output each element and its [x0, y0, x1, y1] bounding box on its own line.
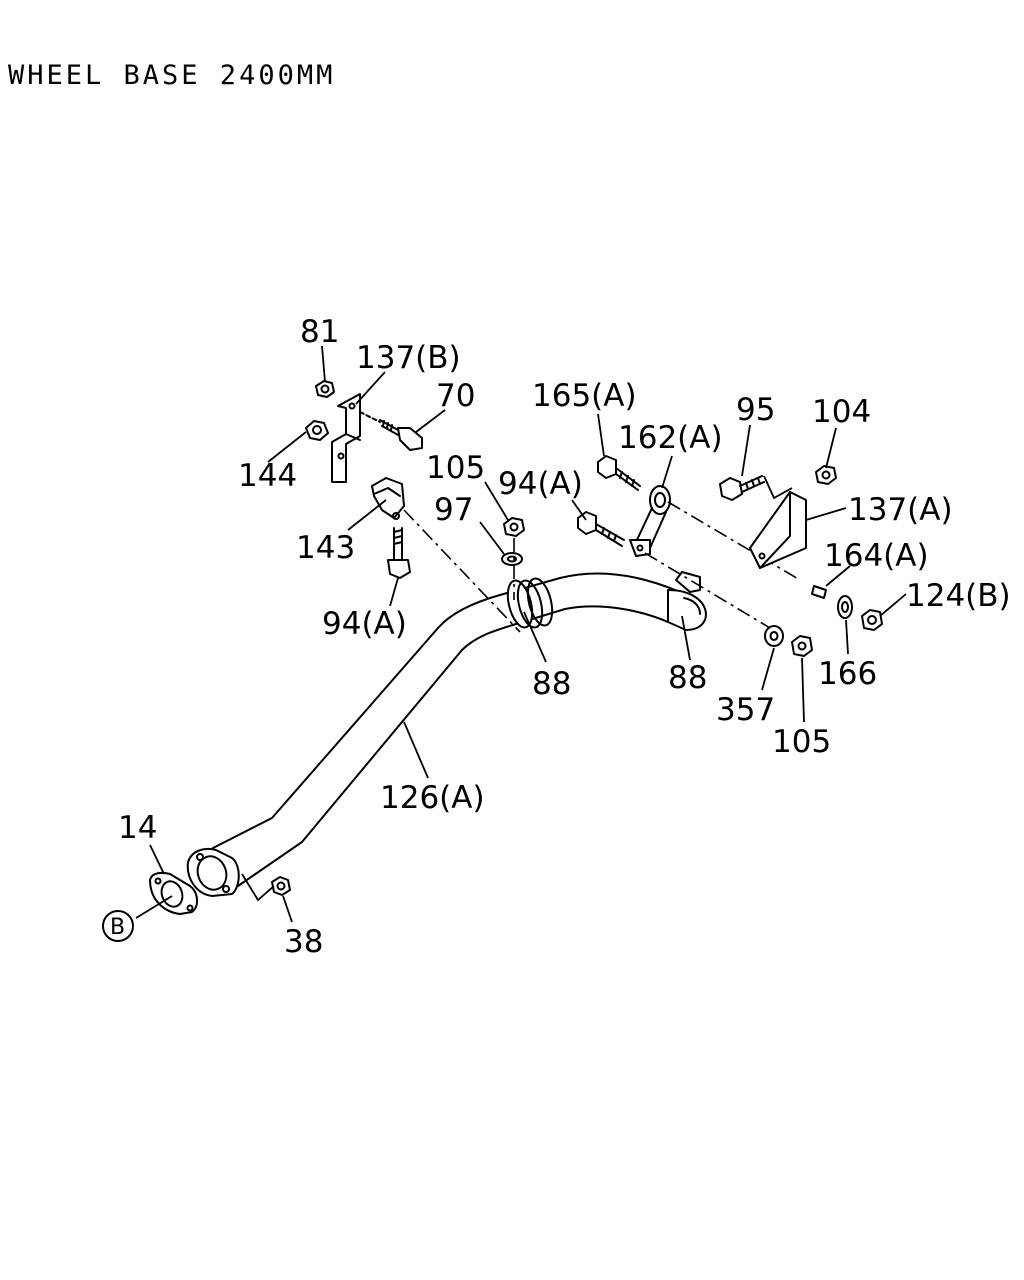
nut-105-lower: [791, 635, 813, 657]
callout-144: 144: [238, 458, 297, 494]
exhaust-pipe: [212, 571, 707, 887]
nut-104: [815, 465, 837, 485]
bolt-165a: [597, 455, 641, 491]
washer-97: [501, 552, 523, 566]
callout-137a: 137(A): [848, 492, 953, 528]
callout-88-right: 88: [668, 660, 707, 696]
front-flange: [186, 847, 240, 897]
callout-95: 95: [736, 392, 775, 428]
callout-164a: 164(A): [824, 538, 929, 574]
callout-94a-lower: 94(A): [322, 606, 407, 642]
callout-70: 70: [436, 378, 475, 414]
callout-38: 38: [284, 924, 323, 960]
centerline-hanger: [667, 501, 801, 581]
nut-144: [305, 420, 329, 441]
leader-lines: [135, 345, 907, 923]
callout-166: 166: [818, 656, 877, 692]
rubber-mount-143: [371, 477, 405, 520]
nut-38: [241, 873, 291, 902]
callout-94a-upper: 94(A): [498, 466, 583, 502]
callout-165a: 165(A): [532, 378, 637, 414]
washer-357: [764, 625, 784, 647]
bracket-137b: [331, 393, 361, 483]
reference-marker-b: B: [102, 910, 134, 942]
callout-88-left: 88: [532, 666, 571, 702]
callout-14: 14: [118, 810, 157, 846]
pin-164a: [811, 585, 827, 599]
callout-162a: 162(A): [618, 420, 723, 456]
bolt-94a-lower: [387, 527, 411, 579]
callout-137b: 137(B): [356, 340, 461, 376]
gasket: [149, 871, 198, 915]
callout-124b: 124(B): [906, 578, 1011, 614]
callout-105-lower: 105: [772, 724, 831, 760]
washer-166: [837, 595, 853, 619]
callout-143: 143: [296, 530, 355, 566]
bolt-95: [719, 475, 793, 501]
nut-124b: [861, 609, 883, 631]
callout-81: 81: [300, 314, 339, 350]
nut-105-upper: [503, 517, 525, 537]
hanger-162a: [629, 485, 671, 557]
centerline-lower: [644, 552, 771, 629]
callout-97: 97: [434, 492, 473, 528]
bolt-70: [359, 411, 423, 451]
bolt-94a-upper: [577, 511, 625, 547]
callout-104: 104: [812, 394, 871, 430]
nut-81: [315, 380, 335, 398]
reference-marker-label: B: [110, 915, 125, 940]
callout-105-upper: 105: [426, 450, 485, 486]
callout-126a: 126(A): [380, 780, 485, 816]
callout-357: 357: [716, 692, 775, 728]
centerline-left: [403, 509, 521, 633]
diagram-title: WHEEL BASE 2400MM: [8, 60, 336, 91]
bracket-137a: [749, 491, 807, 569]
